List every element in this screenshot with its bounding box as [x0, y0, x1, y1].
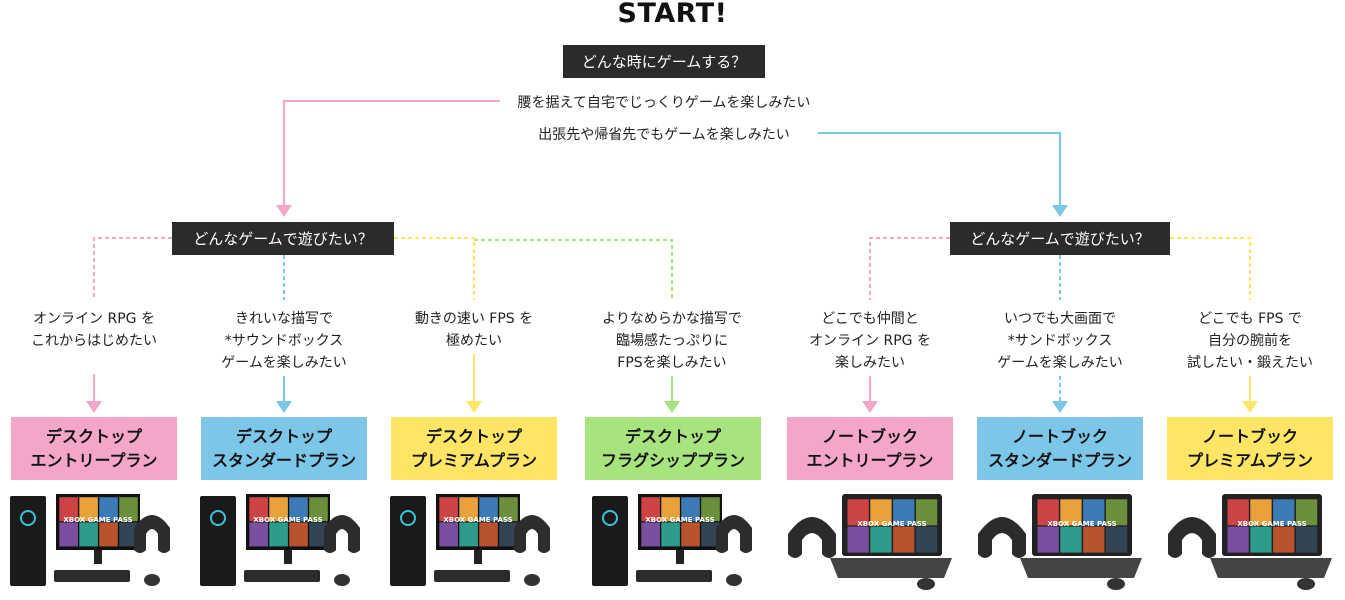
condition-line: きれいな描写で — [235, 311, 333, 327]
answer-travel-play: 出張先や帰省先でもゲームを楽しみたい — [530, 124, 798, 144]
plan-desktop-premium[interactable]: デスクトップ プレミアムプラン — [391, 417, 557, 480]
plan-line: スタンダードプラン — [987, 450, 1132, 470]
arrow-desktop-premium — [466, 401, 482, 413]
condition-line: 動きの速い FPS を — [414, 311, 534, 327]
condition-line: これからはじめたい — [31, 333, 157, 349]
plan-laptop-premium[interactable]: ノートブック プレミアムプラン — [1167, 417, 1333, 480]
condition-line: 極めたい — [446, 333, 502, 349]
svg-text:XBOX GAME PASS: XBOX GAME PASS — [253, 516, 322, 524]
condition-line: いつでも大画面で — [1004, 311, 1116, 327]
arrow-desktop-flagship — [664, 401, 680, 413]
condition-line: *サウンドボックス — [224, 333, 344, 349]
arrow-laptop-entry — [862, 401, 878, 413]
condition-desktop-premium: 動きの速い FPS を 極めたい — [384, 306, 564, 354]
condition-line: どこでも FPS で — [1198, 311, 1302, 327]
product-image-desktop-standard: XBOX GAME PASS — [196, 488, 366, 594]
connector-desktop-flagship-top — [474, 239, 673, 300]
condition-line: どこでも仲間と — [821, 311, 919, 327]
plan-line: フラグシッププラン — [600, 450, 745, 470]
product-image-laptop-premium: XBOX GAME PASS — [1166, 488, 1336, 594]
plan-laptop-standard[interactable]: ノートブック スタンダードプラン — [977, 417, 1143, 480]
question-when-play: どんな時にゲームする？ — [563, 45, 765, 78]
condition-line: ゲームを楽しみたい — [221, 355, 347, 371]
plan-line: デスクトップ — [45, 426, 142, 446]
plan-line: ノートブック — [1011, 426, 1108, 446]
plan-desktop-entry[interactable]: デスクトップ エントリープラン — [11, 417, 177, 480]
answer-home-play: 腰を据えて自宅でじっくりゲームを楽しみたい — [509, 92, 819, 112]
plan-line: エントリープラン — [30, 450, 158, 470]
plan-line: デスクトップ — [624, 426, 721, 446]
arrow-to-desktop-question — [276, 205, 292, 217]
condition-line: オンライン RPG を — [33, 311, 155, 327]
condition-line: 自分の腕前を — [1208, 333, 1292, 349]
product-image-laptop-standard: XBOX GAME PASS — [976, 488, 1146, 594]
plan-line: デスクトップ — [425, 426, 522, 446]
condition-desktop-entry: オンライン RPG を これからはじめたい — [4, 306, 184, 354]
condition-line: よりなめらかな描写で — [602, 311, 742, 327]
question-game-type-desktop: どんなゲームで遊びたい？ — [172, 222, 394, 255]
condition-desktop-flagship: よりなめらかな描写で 臨場感たっぷりに FPSを楽しみたい — [582, 306, 762, 376]
connector-desktop-entry-top — [93, 237, 172, 300]
svg-text:XBOX GAME PASS: XBOX GAME PASS — [443, 516, 512, 524]
connector-laptop-entry-top — [869, 237, 950, 300]
svg-text:XBOX GAME PASS: XBOX GAME PASS — [1237, 520, 1306, 528]
plan-line: デスクトップ — [235, 426, 332, 446]
arrow-desktop-entry — [86, 401, 102, 413]
connector-travel-branch — [818, 132, 1061, 208]
svg-text:XBOX GAME PASS: XBOX GAME PASS — [645, 516, 714, 524]
condition-line: 試したい・鍛えたい — [1187, 355, 1313, 371]
condition-laptop-premium: どこでも FPS で 自分の腕前を 試したい・鍛えたい — [1160, 306, 1340, 376]
condition-laptop-entry: どこでも仲間と オンライン RPG を 楽しみたい — [780, 306, 960, 376]
product-image-desktop-flagship: XBOX GAME PASS — [588, 488, 758, 594]
condition-desktop-standard: きれいな描写で *サウンドボックス ゲームを楽しみたい — [194, 306, 374, 376]
svg-text:XBOX GAME PASS: XBOX GAME PASS — [1047, 520, 1116, 528]
connector-home-branch — [283, 100, 500, 208]
question-game-type-laptop: どんなゲームで遊びたい？ — [950, 222, 1170, 255]
condition-line: ゲームを楽しみたい — [997, 355, 1123, 371]
arrow-to-laptop-question — [1052, 205, 1068, 217]
condition-line: *サンドボックス — [1007, 333, 1113, 349]
product-image-laptop-entry: XBOX GAME PASS — [786, 488, 956, 594]
connector-laptop-premium-top — [1170, 237, 1251, 300]
condition-line: 臨場感たっぷりに — [616, 333, 728, 349]
connector-desktop-premium-top — [394, 237, 475, 300]
condition-line: FPSを楽しみたい — [617, 355, 727, 371]
arrow-laptop-standard — [1052, 401, 1068, 413]
condition-line: オンライン RPG を — [809, 333, 931, 349]
plan-line: ノートブック — [821, 426, 918, 446]
plan-desktop-standard[interactable]: デスクトップ スタンダードプラン — [201, 417, 367, 480]
plan-line: プレミアムプラン — [1187, 450, 1313, 470]
product-image-desktop-entry: XBOX GAME PASS — [6, 488, 176, 594]
condition-laptop-standard: いつでも大画面で *サンドボックス ゲームを楽しみたい — [970, 306, 1150, 376]
svg-text:XBOX GAME PASS: XBOX GAME PASS — [857, 520, 926, 528]
condition-line: 楽しみたい — [835, 355, 905, 371]
plan-line: ノートブック — [1201, 426, 1298, 446]
plan-desktop-flagship[interactable]: デスクトップ フラグシッププラン — [585, 417, 761, 480]
svg-text:XBOX GAME PASS: XBOX GAME PASS — [63, 516, 132, 524]
product-image-desktop-premium: XBOX GAME PASS — [386, 488, 556, 594]
plan-line: エントリープラン — [806, 450, 934, 470]
start-title: START! — [617, 0, 728, 29]
plan-line: プレミアムプラン — [411, 450, 537, 470]
arrow-desktop-standard — [276, 401, 292, 413]
arrow-laptop-premium — [1242, 401, 1258, 413]
plan-laptop-entry[interactable]: ノートブック エントリープラン — [787, 417, 953, 480]
plan-line: スタンダードプラン — [211, 450, 356, 470]
